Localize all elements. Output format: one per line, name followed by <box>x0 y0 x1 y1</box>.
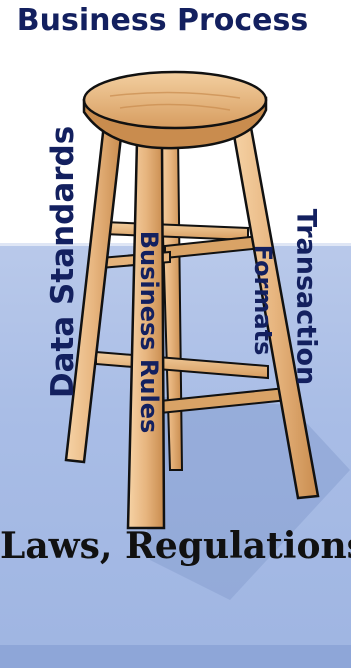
rung-upper-left <box>103 222 248 240</box>
transaction-label: Transaction <box>291 209 322 385</box>
seat-top <box>84 72 266 128</box>
business-process-label: Business Process <box>0 5 325 36</box>
laws-regulations-policies-label: Laws, Regulations & Policies <box>0 524 351 569</box>
data-standards-label: Data Standards <box>45 126 81 398</box>
rung-lower-left <box>96 352 268 378</box>
formats-label: Formats <box>249 245 277 356</box>
business-rules-label: Business Rules <box>135 231 163 434</box>
stool-shadow <box>135 395 350 600</box>
